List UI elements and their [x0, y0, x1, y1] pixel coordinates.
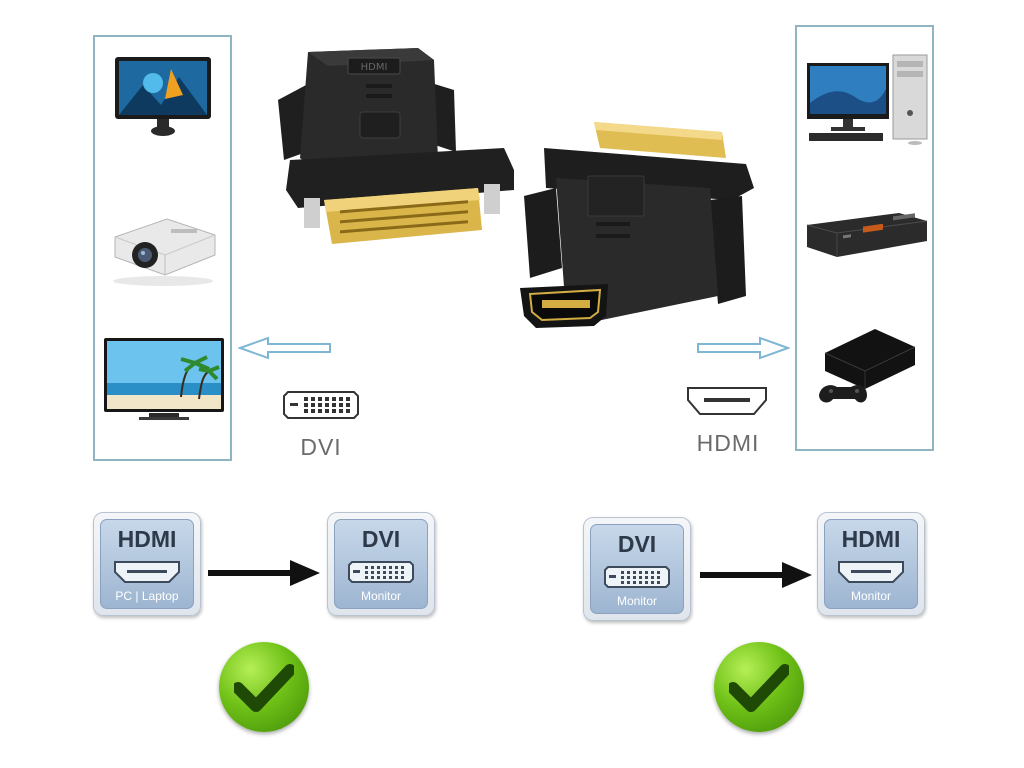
dvi-connector-icon — [348, 561, 414, 583]
dvi-target-card: DVI Monitor — [327, 512, 435, 616]
hdmi-source-sub: PC | Laptop — [115, 589, 179, 603]
left-device-panel — [93, 35, 232, 461]
right-arrow — [697, 336, 790, 360]
hdmi-port-icon — [687, 387, 767, 415]
dvi-source-card: DVI Monitor — [583, 517, 691, 621]
dvi-male-adapter-image: HDMI — [278, 48, 514, 244]
hdmi-target-card: HDMI Monitor — [817, 512, 925, 616]
hdmi-female-adapter-image — [520, 122, 754, 328]
desktop-pc-icon — [807, 54, 928, 145]
dvi-port-icon — [283, 391, 359, 419]
check-glyph-icon — [729, 664, 789, 712]
check-glyph-icon — [234, 664, 294, 712]
dvi-source-sub: Monitor — [616, 594, 657, 608]
hdmi-source-title: HDMI — [117, 526, 177, 552]
dvi-target-title: DVI — [361, 526, 401, 552]
dvi-port-label: DVI — [300, 434, 342, 460]
flow-arrow-right — [700, 562, 812, 588]
hdmi-connector-icon — [838, 561, 904, 583]
game-console-icon — [819, 329, 916, 403]
hdmi-embossed-mark: HDMI — [361, 62, 388, 73]
dvi-source-title: DVI — [617, 531, 657, 557]
projector-icon — [113, 218, 216, 286]
hdmi-source-card: HDMI PC | Laptop — [93, 512, 201, 616]
dvi-connector-icon — [604, 566, 670, 588]
set-top-box-icon — [806, 213, 928, 257]
dvi-target-sub: Monitor — [360, 589, 401, 603]
flow-arrow-left — [208, 560, 320, 586]
left-arrow — [238, 336, 331, 360]
checkmark-icon — [219, 642, 309, 732]
monitor-icon — [115, 57, 211, 136]
hdmi-target-sub: Monitor — [850, 589, 891, 603]
tv-icon — [104, 338, 224, 420]
hdmi-port-label: HDMI — [696, 430, 760, 456]
hdmi-target-title: HDMI — [841, 526, 901, 552]
hdmi-connector-icon — [114, 561, 180, 583]
right-device-panel — [795, 25, 934, 451]
checkmark-icon — [714, 642, 804, 732]
